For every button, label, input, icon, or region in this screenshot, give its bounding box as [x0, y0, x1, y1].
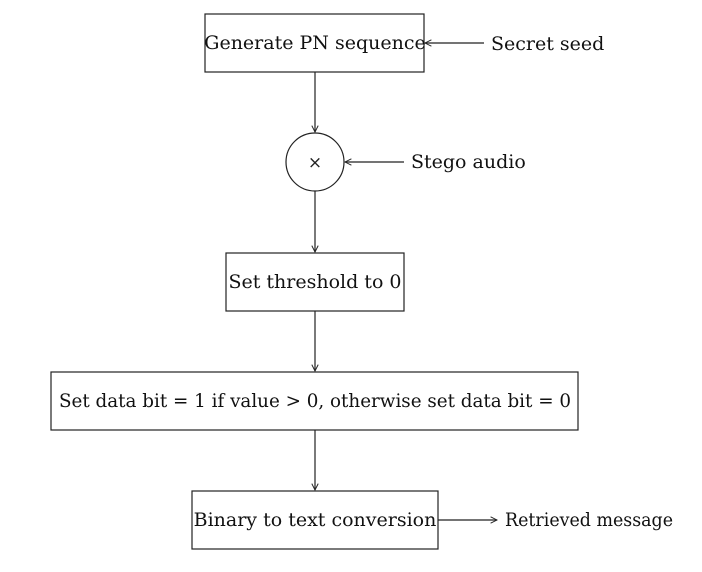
binary-to-text-label: Binary to text conversion — [194, 509, 437, 531]
set-data-bit-node: Set data bit = 1 if value > 0, otherwise… — [50, 371, 579, 431]
multiply-symbol: × — [308, 153, 322, 173]
set-data-bit-box — [50, 371, 579, 431]
generate-pn-label: Generate PN sequence — [204, 32, 425, 54]
stego-audio-label: Stego audio — [411, 151, 526, 173]
binary-to-text-box — [191, 490, 439, 550]
set-threshold-node: Set threshold to 0 — [225, 252, 405, 312]
multiplier-node: × — [285, 132, 345, 192]
generate-pn-box — [204, 13, 425, 73]
retrieved-message-label: Retrieved message — [505, 509, 673, 531]
set-data-bit-label: Set data bit = 1 if value > 0, otherwise… — [59, 390, 571, 412]
set-threshold-label: Set threshold to 0 — [228, 271, 401, 293]
set-threshold-box — [225, 252, 405, 312]
secret-seed-label: Secret seed — [491, 33, 604, 55]
generate-pn-node: Generate PN sequence — [204, 13, 426, 73]
binary-to-text-node: Binary to text conversion — [191, 490, 439, 550]
